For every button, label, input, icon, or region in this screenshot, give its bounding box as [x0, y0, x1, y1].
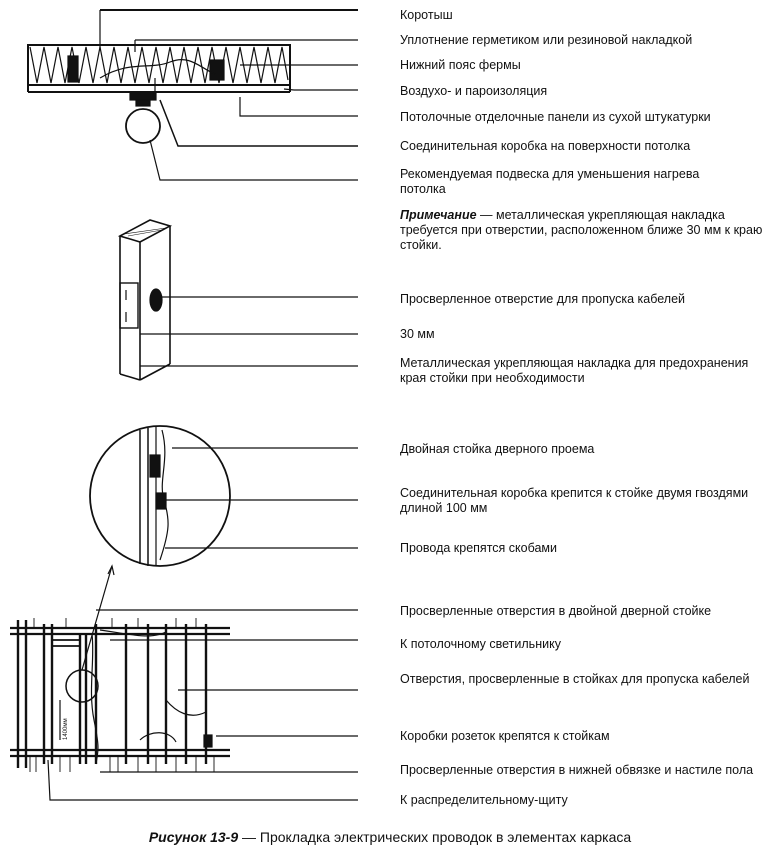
- outlet-box: [203, 734, 213, 748]
- label-door-junction-box: Соединительная коробка крепится к стойке…: [400, 486, 749, 515]
- label-floor-holes: Просверленные отверстия в нижней обвязке…: [400, 763, 754, 777]
- label-vapor-barrier: Воздухо- и пароизоляция: [400, 84, 548, 98]
- ceiling-lamp: [125, 108, 161, 144]
- label-ceiling-light: К потолочному светильнику: [400, 637, 561, 651]
- label-outlet-boxes: Коробки розеток крепятся к стойкам: [400, 729, 610, 743]
- label-30mm: 30 мм: [400, 327, 435, 341]
- caption-number: Рисунок 13-9: [148, 829, 239, 845]
- note-title: Примечание: [400, 208, 477, 222]
- door-wire: [159, 429, 169, 561]
- label-staples: Провода крепятся скобами: [400, 541, 557, 555]
- drilled-hole: [149, 288, 163, 312]
- label-truss-chord: Нижний пояс фермы: [400, 58, 521, 72]
- door-junction-box: [155, 492, 167, 510]
- label-distribution-panel: К распределительному-щиту: [400, 793, 568, 807]
- ceiling-section: [27, 9, 358, 181]
- label-drilled-hole: Просверленное отверстие для пропуска каб…: [400, 292, 686, 306]
- dimension-label: 1400мм: [63, 718, 69, 740]
- caption-text: — Прокладка электрических проводок в эле…: [238, 829, 632, 845]
- note: Примечание — металлическая укрепляющая н…: [400, 208, 772, 253]
- ceiling-junction-box: [129, 91, 157, 101]
- label-door-stud-holes: Просверленные отверстия в двойной дверно…: [400, 604, 712, 618]
- note-text: — металлическая укрепляющая накладка тре…: [400, 208, 763, 252]
- wall-framing: 1400мм: [10, 564, 358, 801]
- detail-callout-circle: [65, 669, 99, 703]
- stud-detail: [117, 219, 358, 381]
- label-stud-holes: Отверстия, просверленные в стойках для п…: [400, 672, 750, 686]
- label-ceiling-panels: Потолочные отделочные панели из сухой шт…: [400, 110, 711, 124]
- label-suspension: Рекомендуемая подвеска для уменьшения на…: [400, 167, 700, 196]
- label-metal-plate: Металлическая укрепляющая накладка для п…: [400, 356, 749, 385]
- ceiling-joist: [67, 55, 79, 83]
- figure-caption: Рисунок 13-9 — Прокладка электрических п…: [0, 829, 780, 845]
- wall-wire: [90, 633, 99, 765]
- label-door-stud: Двойная стойка дверного проема: [400, 442, 595, 456]
- door-stud-detail: [89, 425, 358, 567]
- label-seal: Уплотнение герметиком или резиновой накл…: [400, 33, 693, 47]
- ceiling-wire: [99, 59, 216, 79]
- label-ceiling-junction-box: Соединительная коробка на поверхности по…: [400, 139, 691, 153]
- metal-plate: [119, 282, 139, 329]
- label-korotysh: Коротыш: [400, 8, 453, 22]
